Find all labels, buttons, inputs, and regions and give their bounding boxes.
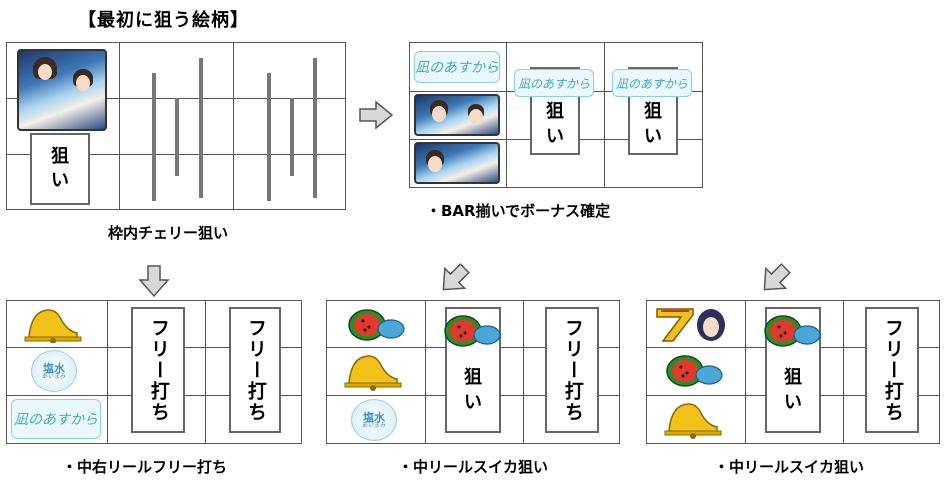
- target-label: い: [51, 170, 69, 191]
- target-label: 狙: [51, 145, 69, 167]
- reel-line: [290, 98, 294, 176]
- target-label: い: [464, 391, 482, 413]
- nagi-logo-icon: 凪のあすから: [514, 69, 594, 97]
- reel-grid-step1: 狙 い: [6, 42, 346, 210]
- watermelon-icon: [348, 309, 405, 341]
- target-label: 狙: [464, 367, 482, 389]
- bell-icon: [664, 403, 722, 439]
- target-label: い: [546, 125, 564, 147]
- target-label: 狙: [784, 367, 802, 389]
- reel-line: [152, 73, 156, 201]
- free-box-step4-right: フリー打ち: [545, 307, 599, 433]
- free-box-step3-right: フリー打ち: [229, 307, 281, 433]
- caption-step2: ・BAR揃いでボーナス確定: [426, 202, 611, 220]
- caption-step1: 枠内チェリー狙い: [108, 224, 229, 242]
- anime-character-icon: [414, 94, 500, 136]
- target-box-step1: 狙 い: [30, 133, 90, 205]
- reel-grid-step4: 塩水 あいまみ 狙 い フリー打ち: [326, 300, 620, 444]
- watermelon-icon: [444, 315, 501, 347]
- watermelon-icon: [764, 315, 821, 347]
- target-label: い: [784, 391, 802, 413]
- nagi-logo-icon: 凪のあすから: [414, 51, 500, 83]
- bell-icon: [344, 355, 402, 391]
- anime-character-icon: [414, 142, 500, 184]
- target-label: い: [644, 125, 662, 147]
- target-label: 狙: [644, 101, 662, 123]
- shiomizu-icon: 塩水 あいまみ: [351, 399, 397, 441]
- caption-step3: ・中右リールフリー打ち: [62, 458, 228, 476]
- shiomizu-icon: 塩水 あいまみ: [31, 350, 77, 392]
- reel-line: [175, 98, 179, 176]
- caption-step4: ・中リールスイカ狙い: [398, 458, 549, 476]
- free-box-step5-right: フリー打ち: [865, 307, 919, 433]
- reel-line: [313, 58, 317, 198]
- gray-arrow-icon: [763, 263, 791, 291]
- caption-step5: ・中リールスイカ狙い: [714, 458, 865, 476]
- target-label: 狙: [546, 101, 564, 123]
- anime-character-icon: [17, 49, 107, 131]
- reel-grid-step5: 狙 い フリー打ち: [646, 300, 940, 444]
- gray-arrow-icon: [138, 265, 170, 298]
- reel-line: [199, 58, 203, 198]
- bell-icon: [24, 309, 82, 343]
- free-box-step3-center: フリー打ち: [131, 307, 185, 433]
- gray-arrow-icon: [442, 263, 470, 291]
- reel-line: [267, 73, 271, 201]
- reel-grid-step3: 塩水 あいまみ 凪のあすから フリー打ち フリー打ち: [6, 300, 302, 444]
- nagi-logo-icon: 凪のあすから: [612, 69, 692, 97]
- reel-grid-step2: 凪のあすから 狙 い 凪のあすから 狙 い 凪のあすから: [409, 42, 703, 188]
- free-spin-label: フリー打ち: [881, 317, 904, 423]
- page-title: 【最初に狙う絵柄】: [78, 10, 249, 31]
- free-spin-label: フリー打ち: [147, 317, 170, 423]
- seven-icon: [656, 308, 725, 342]
- watermelon-icon: [666, 355, 723, 387]
- nagi-logo-icon: 凪のあすから: [11, 399, 101, 439]
- free-spin-label: フリー打ち: [561, 317, 584, 423]
- free-spin-label: フリー打ち: [244, 317, 267, 423]
- gray-arrow-icon: [359, 100, 394, 130]
